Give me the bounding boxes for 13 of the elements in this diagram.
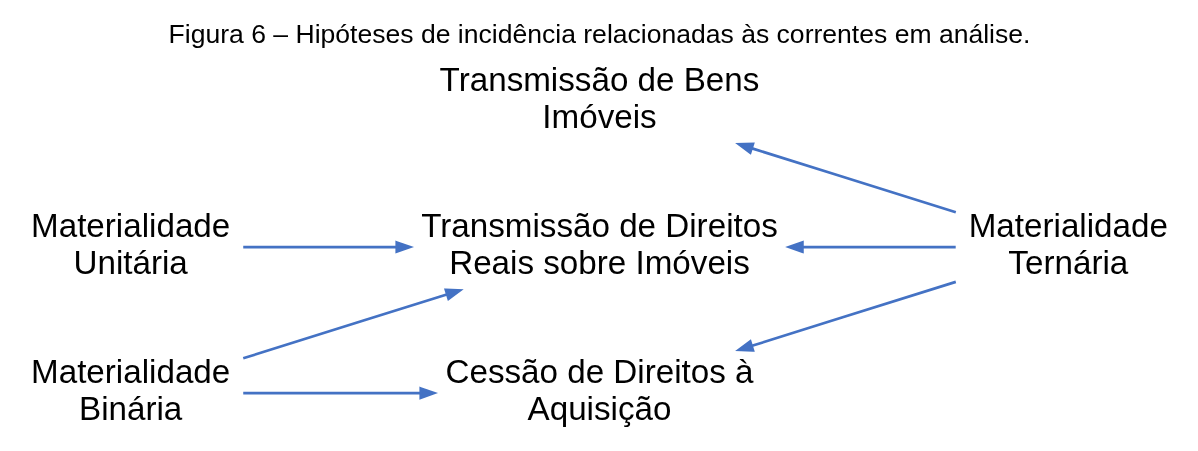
arrow xyxy=(734,280,956,352)
arrow xyxy=(242,386,438,400)
arrow xyxy=(242,288,464,360)
node-text: Transmissão de Bens Imóveis xyxy=(439,61,759,135)
node-text: Cessão de Direitos à Aquisição xyxy=(444,353,754,427)
arrow xyxy=(734,142,956,214)
node-text: Materialidade Binária xyxy=(30,353,230,427)
arrow xyxy=(784,240,956,254)
node-text: Transmissão de Direitos Reais sobre Imóveis xyxy=(420,207,778,281)
node-text: Materialidade Ternária xyxy=(968,207,1168,281)
diagram-title: Figura 6 – Hipóteses de incidência relacionadas às correntes em análise. xyxy=(168,18,1030,49)
arrow xyxy=(242,240,414,254)
node-text: Materialidade Unitária xyxy=(30,207,230,281)
